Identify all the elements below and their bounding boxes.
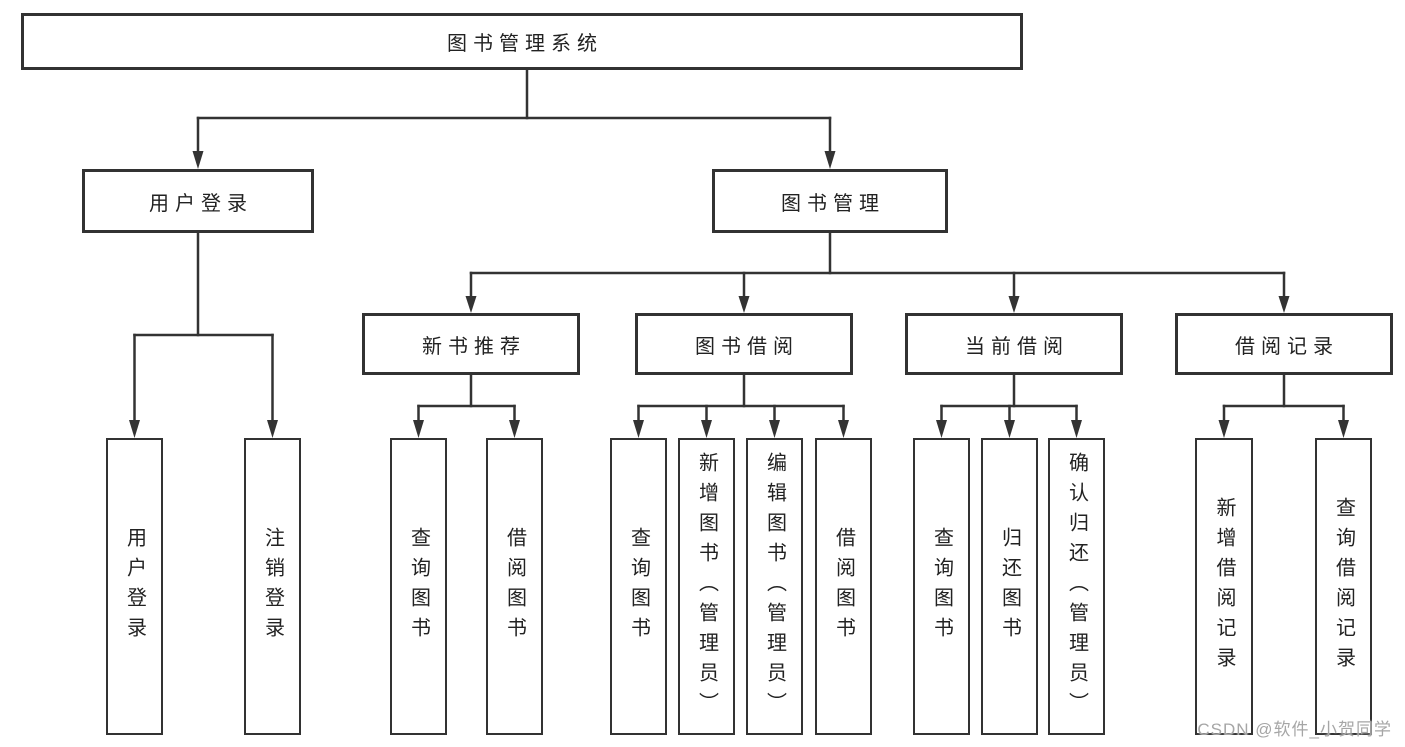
connector-newrec-to-leaves (413, 373, 520, 438)
connector-bookmgmt-to-level3 (465, 231, 1290, 313)
node-borrow-records: 借阅记录 (1175, 313, 1393, 375)
arrowhead (192, 151, 204, 169)
arrowhead (1338, 420, 1349, 438)
arrowhead (509, 420, 520, 438)
leaf-currentborrow-query-books: 查询图书 (913, 438, 970, 735)
arrowhead (267, 420, 278, 438)
arrowhead (1071, 420, 1082, 438)
arrowhead (413, 420, 424, 438)
arrowhead (129, 420, 140, 438)
leaf-currentborrow-return-books: 归还图书 (981, 438, 1038, 735)
leaf-logout: 注销登录 (244, 438, 301, 735)
arrowhead (1004, 420, 1015, 438)
arrowhead (838, 420, 849, 438)
arrowhead (824, 151, 836, 169)
leaf-newrec-borrow-books: 借阅图书 (486, 438, 543, 735)
arrowhead (1218, 420, 1230, 438)
leaf-records-query-borrow-record: 查询借阅记录 (1315, 438, 1372, 735)
node-book-borrow: 图书借阅 (635, 313, 853, 375)
leaf-bookborrow-borrow-books: 借阅图书 (815, 438, 872, 735)
connector-currentborrow-to-leaves (936, 373, 1082, 438)
arrowhead (769, 420, 780, 438)
leaf-user-login: 用户登录 (106, 438, 163, 735)
leaf-currentborrow-confirm-return-admin: 确认归还（管理员） (1048, 438, 1105, 735)
leaf-records-add-borrow-record: 新增借阅记录 (1195, 438, 1253, 735)
node-user-login: 用户登录 (82, 169, 314, 233)
arrowhead (1008, 296, 1020, 313)
leaf-bookborrow-query-books: 查询图书 (610, 438, 667, 735)
leaf-bookborrow-edit-books-admin: 编辑图书（管理员） (746, 438, 803, 735)
leaf-newrec-query-books: 查询图书 (390, 438, 447, 735)
arrowhead (936, 420, 947, 438)
connector-root-to-level2 (192, 68, 836, 169)
node-new-book-recommend: 新书推荐 (362, 313, 580, 375)
connector-bookborrow-to-leaves (633, 373, 849, 438)
leaf-bookborrow-add-books-admin: 新增图书（管理员） (678, 438, 735, 735)
arrowhead (465, 296, 477, 313)
csdn-watermark: CSDN @软件_小贺同学 (1197, 720, 1392, 739)
arrowhead (738, 296, 750, 313)
arrowhead (633, 420, 644, 438)
connector-login-to-leaves (129, 231, 278, 438)
node-book-management: 图书管理 (712, 169, 948, 233)
node-library-management-system: 图书管理系统 (21, 13, 1023, 70)
arrowhead (701, 420, 712, 438)
arrowhead (1278, 296, 1290, 313)
connector-records-to-leaves (1218, 373, 1349, 438)
node-current-borrow: 当前借阅 (905, 313, 1123, 375)
